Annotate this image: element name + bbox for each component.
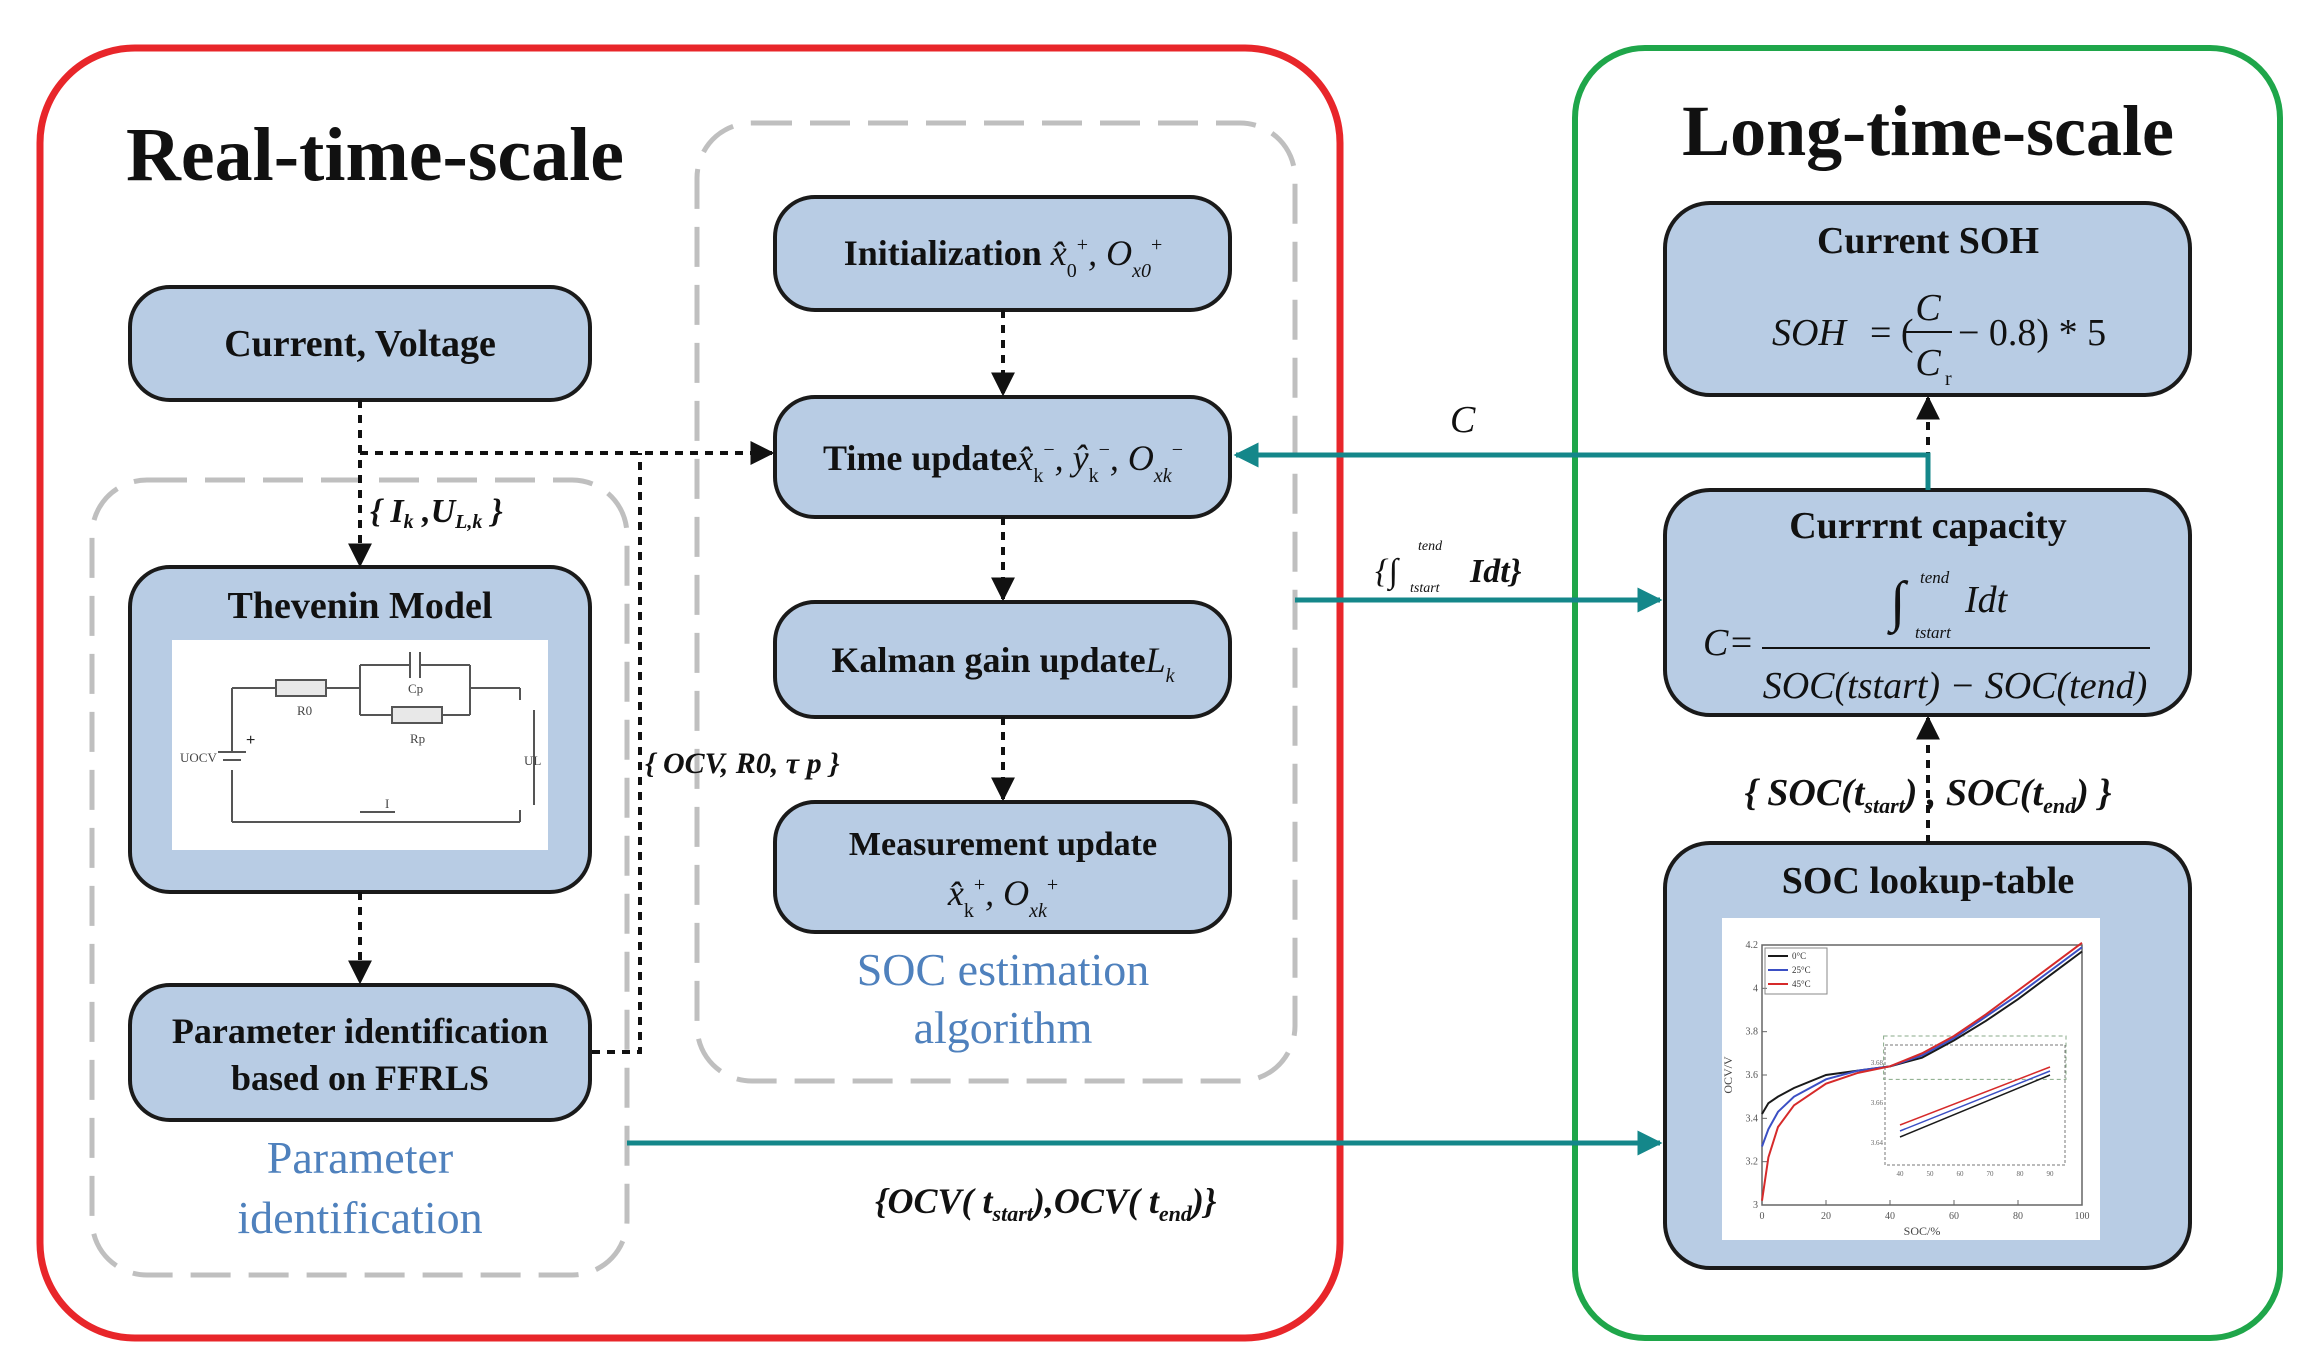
y-tick-label: 4.2 [1746,940,1759,951]
label-ocv-start-end: {OCV( tstart),OCV( tend)} [875,1181,1217,1226]
long-time-title: Long-time-scale [1682,91,2174,171]
x-tick-label: 60 [1949,1211,1959,1222]
label-integral: {∫ tend tstart Idt} [1375,539,1522,596]
param-group-label-1: Parameter [267,1132,453,1183]
inset-x-tick: 70 [1987,1170,1995,1178]
y-tick-label: 3.2 [1746,1157,1759,1168]
y-tick-label: 3.6 [1746,1070,1759,1081]
y-tick-label: 3.8 [1746,1027,1759,1038]
inset-series-1 [1899,1070,2051,1132]
svg-text:r: r [1945,368,1952,390]
inset-y-tick: 3.66 [1871,1099,1884,1107]
legend-box [1764,947,1828,995]
x-tick-label: 0 [1760,1211,1765,1222]
svg-text:tstart: tstart [1915,623,1952,642]
inset-x-tick: 80 [2017,1170,2025,1178]
real-time-frame [36,44,1344,1342]
svg-text:tend: tend [1920,568,1950,587]
thevenin-circuit: R0 Cp Rp UOCV UL I + [172,640,548,850]
inset-x-tick: 50 [1927,1170,1935,1178]
current-soh-node [1663,201,2192,397]
svg-text:Idt: Idt [1964,579,2009,621]
param-id-line-1: Parameter identification [172,1011,548,1051]
circuit-ul: UL [524,753,541,768]
arrow-capacity-c-to-time-update [1233,442,1931,490]
legend-label-1: 25°C [1792,965,1811,975]
inset-series-2 [1899,1066,2051,1126]
label-ocv-r0-tau: { OCV, R0, τ p } [645,747,840,780]
inset-y-tick: 3.68 [1871,1059,1884,1067]
soc-group-label-1: SOC estimation [857,944,1150,995]
x-tick-label: 80 [2013,1211,2023,1222]
measurement-title: Measurement update [849,826,1157,863]
svg-text:{∫: {∫ [1375,553,1401,592]
label-ik-ulk: { Ik ,UL,k } [370,493,503,533]
svg-text:SOH: SOH [1772,312,1848,354]
inset-y-tick: 3.64 [1871,1139,1884,1147]
current-capacity-title: Currrnt capacity [1789,505,2067,547]
label-soc-start-end: { SOC(tstart) , SOC(tend) } [1745,772,2112,818]
inset-x-tick: 40 [1897,1170,1905,1178]
zoom-region [1883,1035,2067,1080]
kalman-gain-text: Kalman gain updateLk [832,640,1176,687]
soh-formula: SOH = ( C C r − 0.8) * 5 [1772,287,2106,390]
capacity-formula: C= ∫ tend tstart Idt SOC(tstart) − SOC(t… [1703,568,2150,707]
circuit-plus: + [246,732,255,749]
y-tick-label: 4 [1753,983,1758,994]
svg-text:− 0.8) * 5: − 0.8) * 5 [1958,312,2106,354]
svg-text:Idt}: Idt} [1469,553,1522,590]
x-axis-label: SOC/% [1904,1224,1941,1238]
svg-text:tstart: tstart [1410,581,1441,596]
x-tick-label: 40 [1885,1211,1895,1222]
parameter-identification-node [128,983,592,1122]
legend-label-0: 0°C [1792,951,1806,961]
x-tick-label: 100 [2075,1211,2090,1222]
svg-text:C: C [1915,287,1941,329]
y-axis-label: OCV/V [1721,1056,1735,1094]
y-tick-label: 3.4 [1746,1113,1759,1124]
svg-text:C: C [1915,342,1941,384]
svg-text:SOC(tstart) − SOC(tend): SOC(tstart) − SOC(tend) [1763,665,2148,707]
param-group-label-2: identification [237,1192,482,1243]
inset-series-0 [1899,1074,2051,1138]
measurement-symbols: x̂k+, Oxk+ [947,873,1058,922]
legend-label-2: 45°C [1792,979,1811,989]
svg-text:tend: tend [1418,539,1443,554]
circuit-r0: R0 [297,703,312,718]
circuit-rp: Rp [410,731,425,746]
current-soh-title: Current SOH [1817,220,2039,262]
inset-x-tick: 60 [1957,1170,1965,1178]
series-line-2 [1761,942,2083,1201]
measurement-update-node [773,800,1232,934]
current-voltage-text: Current, Voltage [224,323,496,365]
soc-lookup-title: SOC lookup-table [1782,860,2074,902]
label-c: C [1450,399,1476,441]
real-time-title: Real-time-scale [126,113,624,197]
soc-group-label-2: algorithm [914,1002,1093,1053]
time-update-text: Time updatex̂k−, ŷk−, Oxk− [823,438,1183,487]
long-time-frame [1572,45,2283,1341]
circuit-i: I [385,796,389,811]
thevenin-title: Thevenin Model [228,585,493,627]
param-id-line-2: based on FFRLS [231,1058,489,1098]
initialization-text: Initialization x̂0+, Ox0+ [844,233,1162,282]
x-tick-label: 20 [1821,1211,1831,1222]
svg-text:∫: ∫ [1887,571,1909,636]
circuit-cp: Cp [408,681,423,696]
svg-text:C=: C= [1703,622,1754,664]
inset-box [1884,1044,2066,1166]
arrow-param-to-time-update [592,453,642,1054]
inset-x-tick: 90 [2047,1170,2055,1178]
y-tick-label: 3 [1753,1200,1758,1211]
circuit-uocv: UOCV [180,750,217,765]
